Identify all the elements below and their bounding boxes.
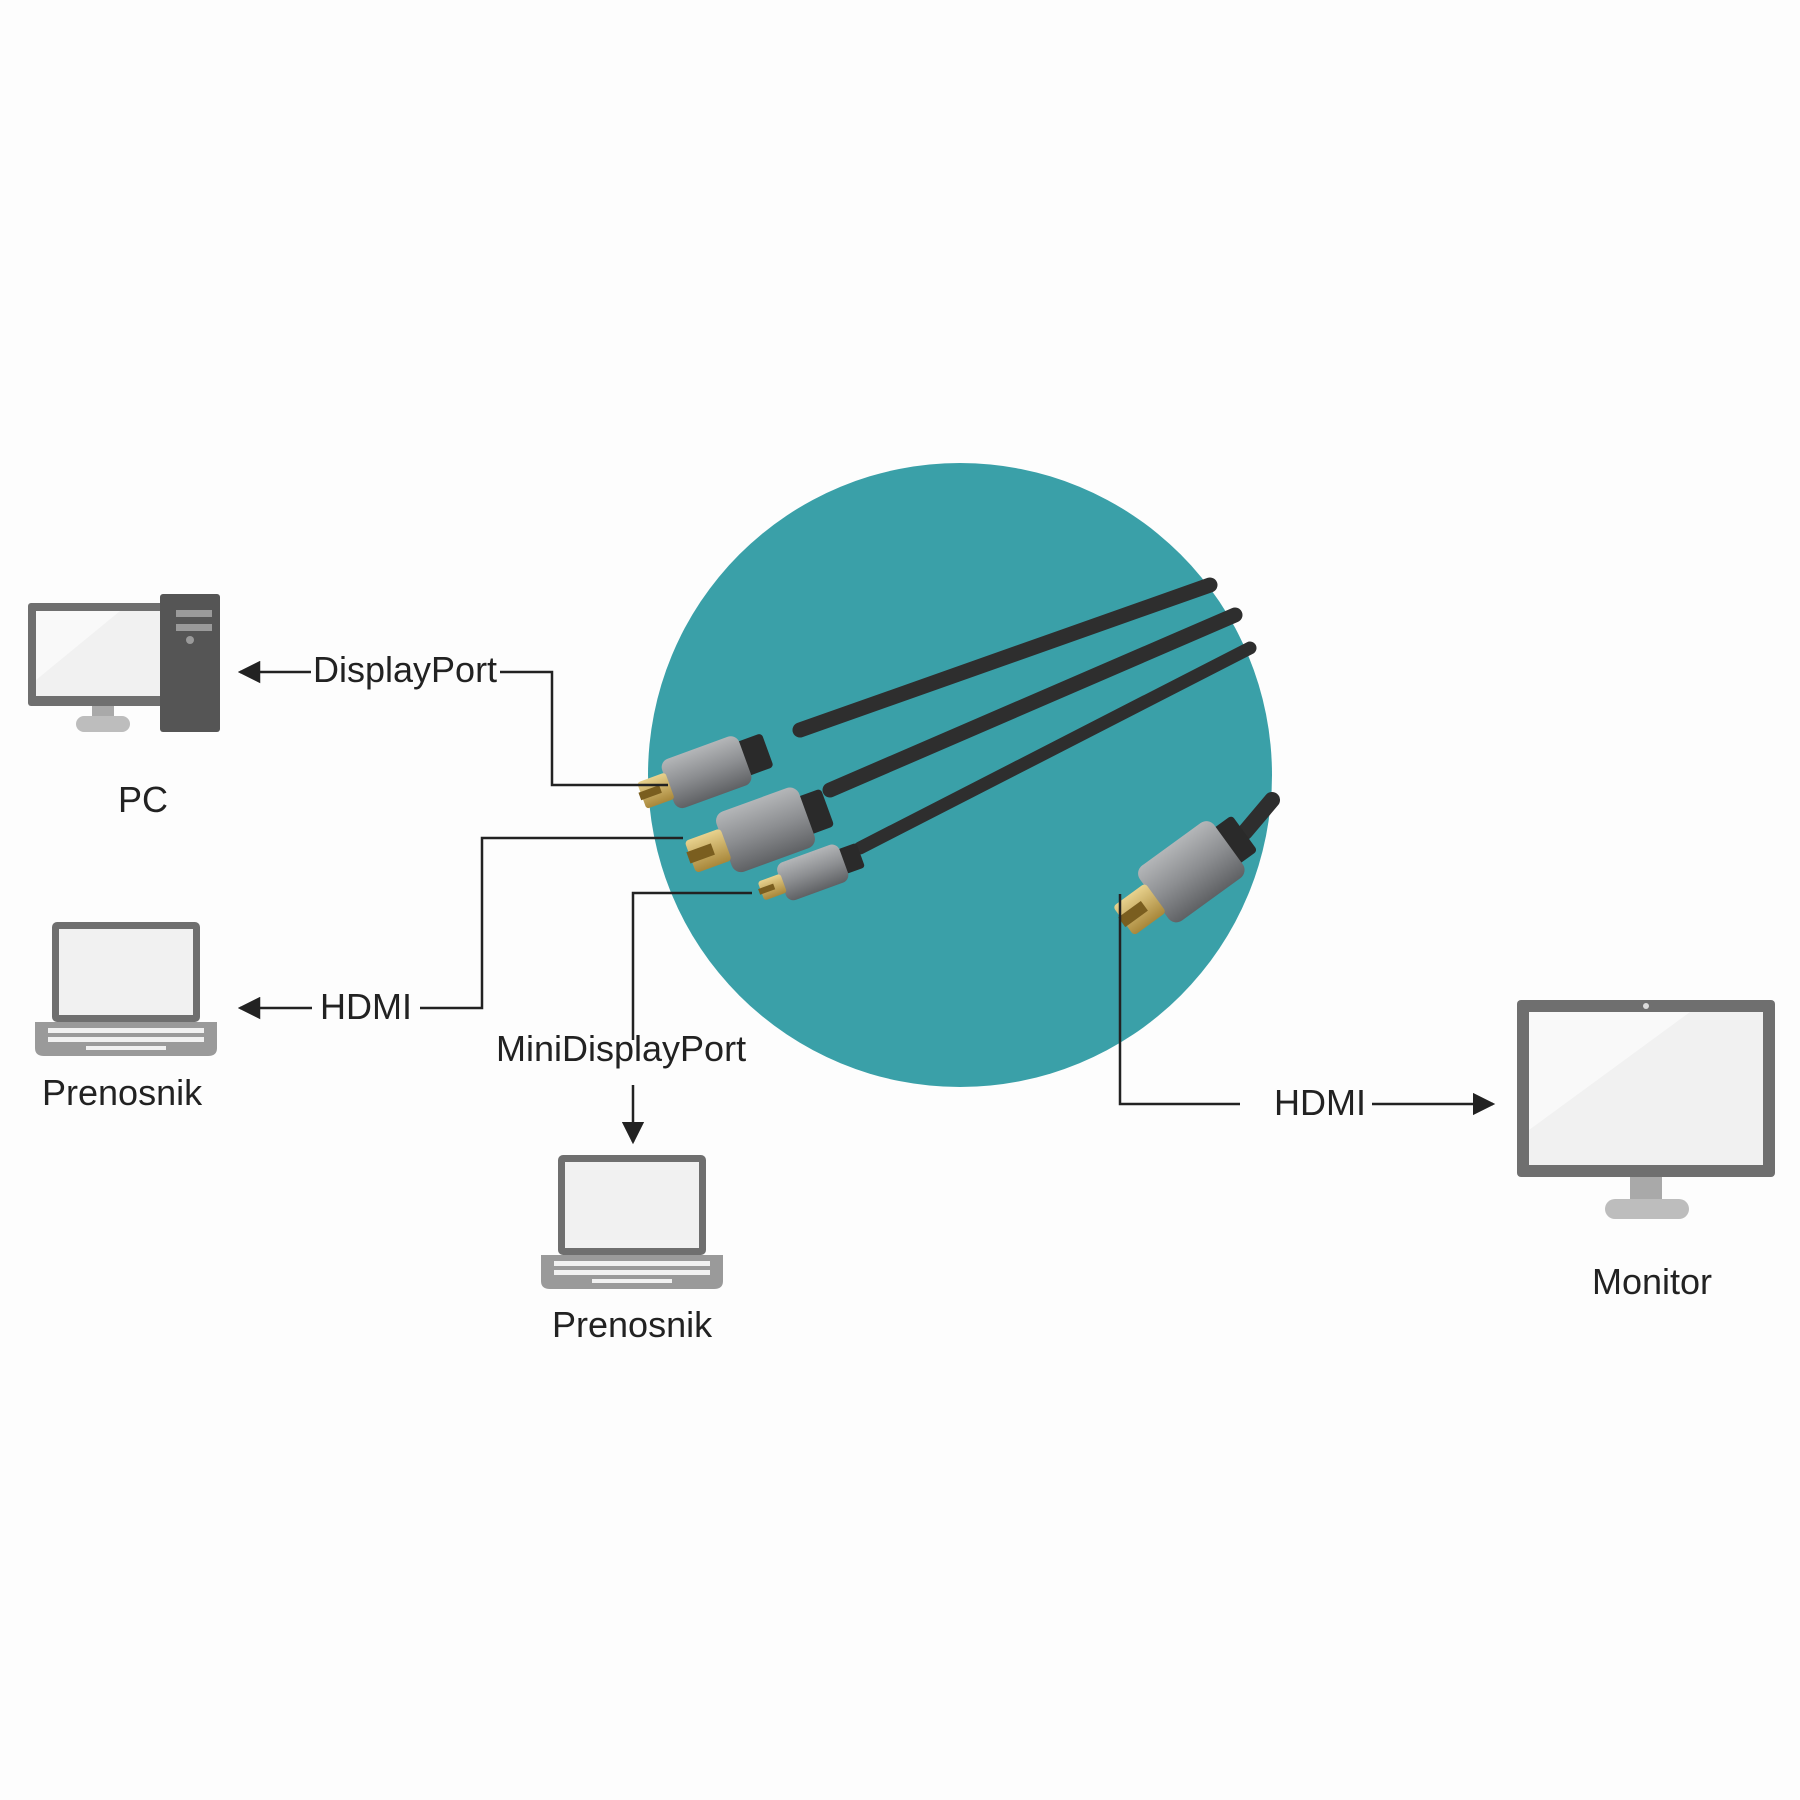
- laptop-left-icon: [35, 922, 217, 1056]
- pc-icon: [28, 594, 220, 732]
- hdmi-connector-left: [685, 787, 834, 873]
- arrows: [237, 660, 1496, 1145]
- displayport-connector: [637, 734, 773, 809]
- hdmi-left-label: HDMI: [318, 986, 414, 1027]
- pc-label: PC: [118, 779, 169, 820]
- displayport-label: DisplayPort: [311, 649, 500, 690]
- minidisplayport-connector: [758, 843, 865, 901]
- connector-lines: [420, 670, 1240, 1106]
- monitor-icon: [1517, 1000, 1775, 1219]
- hdmi-right-line: [1118, 894, 1240, 1106]
- laptop-bottom-label: Prenosnik: [552, 1304, 713, 1345]
- hdmi-left-line: [420, 836, 683, 1010]
- hdmi-right-label: HDMI: [1272, 1082, 1368, 1123]
- cable-photo-circle: [637, 463, 1280, 1087]
- laptop-left-label: Prenosnik: [42, 1072, 203, 1113]
- minidisplayport-label: MiniDisplayPort: [496, 1028, 747, 1069]
- cables: [792, 577, 1280, 855]
- displayport-line: [500, 670, 668, 787]
- hdmi-connector-right: [1114, 816, 1257, 935]
- monitor-label: Monitor: [1592, 1261, 1713, 1302]
- laptop-bottom-icon: [541, 1155, 723, 1289]
- minidisplayport-line: [631, 891, 752, 1040]
